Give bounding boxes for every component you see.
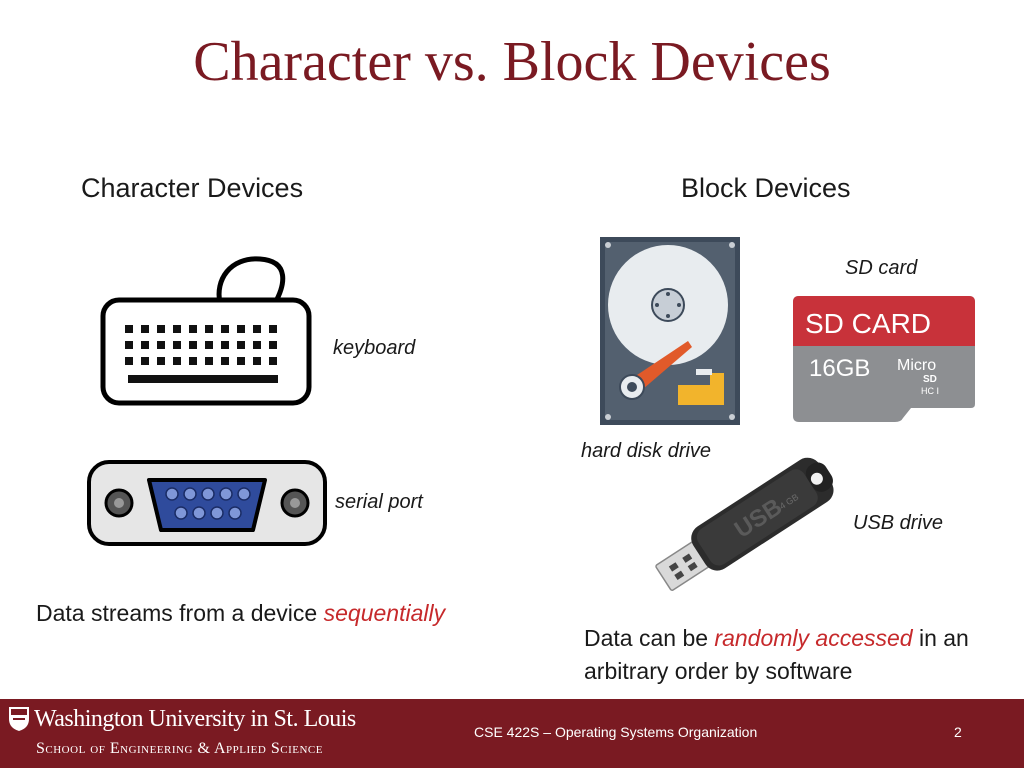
sd-card-caption: SD card	[845, 257, 918, 279]
hard-disk-drive-caption: hard disk drive	[581, 440, 712, 462]
sd-card-micro-text: Micro	[897, 357, 936, 374]
sd-card-capacity: 16GB	[809, 355, 870, 382]
serial-port-caption: serial port	[335, 491, 423, 513]
character-devices-heading: Character Devices	[81, 173, 304, 203]
footer-bar	[0, 699, 1024, 768]
block-description-line2: arbitrary order by software	[584, 658, 853, 684]
hard-disk-drive-icon	[600, 237, 740, 425]
block-devices-description: Data can be randomly accessed in an arbi…	[584, 622, 969, 688]
block-description-highlight: randomly accessed	[714, 625, 913, 651]
keyboard-caption: keyboard	[333, 337, 416, 359]
usb-drive-icon: USB 4 GB	[655, 457, 834, 591]
page-number: 2	[954, 724, 962, 740]
block-description-prefix: Data can be	[584, 625, 715, 651]
school-name: School of Engineering & Applied Science	[36, 740, 323, 757]
character-devices-description: Data streams from a device sequentially	[36, 597, 445, 630]
slide-title: Character vs. Block Devices	[193, 31, 831, 93]
keyboard-icon	[100, 256, 312, 406]
usb-drive-caption: USB drive	[853, 512, 944, 534]
university-shield-icon	[9, 707, 29, 731]
course-name: CSE 422S – Operating Systems Organizatio…	[474, 724, 758, 740]
serial-port-icon	[87, 460, 327, 546]
character-description-prefix: Data streams from a device	[36, 600, 324, 626]
sd-card-label: SD CARD	[805, 308, 931, 339]
university-name: Washington University in St. Louis	[34, 706, 356, 732]
block-devices-heading: Block Devices	[681, 173, 851, 203]
sd-card-hc-text: HC I	[921, 386, 939, 396]
sd-card-sd-text: SD	[923, 374, 937, 385]
block-description-suffix: in an	[912, 625, 969, 651]
block-description-line1: Data can be randomly accessed in an	[584, 622, 969, 655]
sd-card-icon: SD CARD 16GB Micro SD HC I	[793, 296, 975, 422]
character-description-highlight: sequentially	[323, 600, 446, 626]
